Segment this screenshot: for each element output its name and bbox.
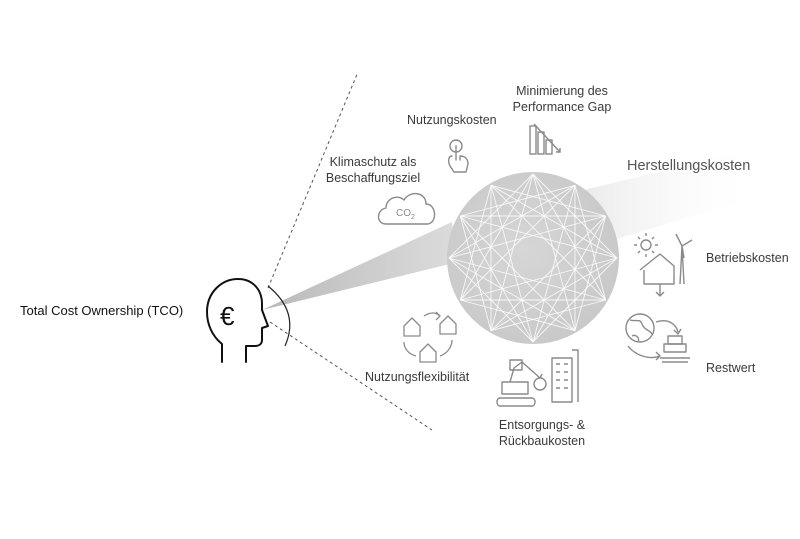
sphere-network-line bbox=[460, 215, 618, 259]
view-line-upper bbox=[267, 71, 359, 289]
sphere-network-line bbox=[459, 215, 534, 343]
klimaschutz-line-1: Klimaschutz als bbox=[329, 155, 417, 169]
flexibility-houses-icon bbox=[403, 311, 457, 363]
euro-symbol: € bbox=[220, 301, 235, 331]
sphere-network-line bbox=[460, 257, 618, 301]
sphere-network-line bbox=[459, 173, 534, 301]
recycling-globe-icon bbox=[625, 313, 690, 363]
sphere-network-line bbox=[448, 215, 606, 259]
nutzungsflexibilitaet-label: Nutzungsflexibilität bbox=[365, 370, 470, 384]
restwert-label: Restwert bbox=[706, 361, 756, 375]
sphere-network-line bbox=[490, 173, 534, 331]
nutzungskosten-label: Nutzungskosten bbox=[407, 113, 497, 127]
sphere-network-line bbox=[532, 185, 576, 343]
performance-gap-line-2: Performance Gap bbox=[512, 100, 612, 114]
betriebskosten-label: Betriebskosten bbox=[706, 251, 789, 265]
sphere-network-line bbox=[490, 184, 607, 301]
sphere-network-line bbox=[448, 184, 576, 259]
view-line-lower bbox=[269, 321, 433, 431]
sphere-network-line bbox=[459, 184, 576, 301]
view-arc bbox=[267, 285, 291, 347]
sphere-network-line bbox=[490, 184, 618, 259]
sphere-network-line bbox=[532, 173, 576, 331]
klimaschutz-line-2: Beschaffungsziel bbox=[325, 171, 421, 185]
sphere-network-line bbox=[490, 215, 607, 332]
bar-chart-icon bbox=[529, 123, 561, 155]
tco-label: Total Cost Ownership (TCO) bbox=[20, 303, 184, 318]
cost-sphere bbox=[447, 172, 619, 344]
herstellungskosten-label: Herstellungskosten bbox=[627, 158, 751, 174]
entsorgung-line-1: Entsorgungs- & bbox=[498, 418, 586, 432]
entsorgung-line-2: Rückbaukosten bbox=[498, 434, 586, 448]
hand-pointer-icon bbox=[447, 139, 469, 173]
performance-gap-label: Minimierung des Performance Gap bbox=[500, 83, 624, 115]
klimaschutz-label: Klimaschutz als Beschaffungsziel bbox=[318, 154, 428, 186]
head-icon bbox=[206, 278, 269, 363]
sphere-network-line bbox=[459, 215, 576, 332]
house-energy-icon bbox=[634, 233, 693, 297]
sphere-network-line bbox=[532, 215, 607, 343]
focus-beam bbox=[262, 222, 458, 310]
sphere-network-line bbox=[490, 257, 618, 332]
co2-cloud-icon bbox=[377, 193, 436, 225]
sphere-network-line bbox=[448, 257, 606, 301]
performance-gap-line-1: Minimierung des bbox=[516, 84, 608, 98]
demolition-icon bbox=[496, 349, 579, 407]
sphere-network-line bbox=[532, 173, 607, 301]
co2-label: CO2 bbox=[396, 208, 415, 221]
sphere-network-line bbox=[490, 185, 534, 343]
sphere-network-line bbox=[448, 257, 576, 332]
entsorgung-label: Entsorgungs- & Rückbaukosten bbox=[487, 417, 597, 449]
